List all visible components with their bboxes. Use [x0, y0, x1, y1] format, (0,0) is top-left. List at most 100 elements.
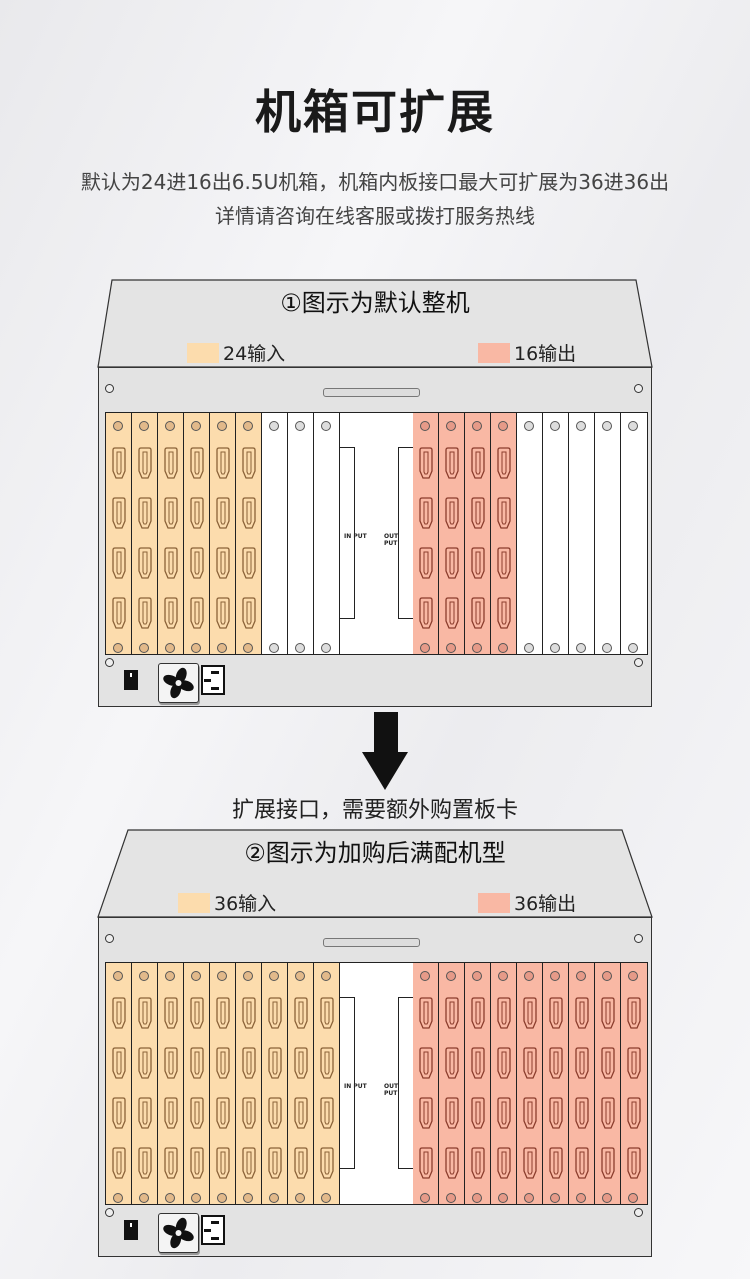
- screw-icon: [217, 1193, 227, 1203]
- screw-icon: [498, 1193, 508, 1203]
- hdmi-port-icon: [601, 997, 615, 1029]
- screw-icon: [628, 421, 638, 431]
- hdmi-port-icon: [575, 1047, 589, 1079]
- hdmi-port-icon: [471, 1097, 485, 1129]
- hdmi-port-icon: [242, 1097, 256, 1129]
- chassis-handle: [323, 938, 420, 947]
- hdmi-port-icon: [419, 597, 433, 629]
- card-bay: IN PUT OUT PUT: [105, 962, 648, 1205]
- hdmi-port-icon: [164, 1047, 178, 1079]
- screw-icon: [602, 971, 612, 981]
- screw-icon: [139, 643, 149, 653]
- input-card: [314, 963, 340, 1204]
- hdmi-port-icon: [242, 1047, 256, 1079]
- screw-icon: [165, 971, 175, 981]
- hdmi-port-icon: [549, 1147, 563, 1179]
- screw-icon: [446, 971, 456, 981]
- input-bracket: [340, 997, 355, 1169]
- hdmi-port-icon: [242, 1147, 256, 1179]
- hdmi-port-icon: [164, 1147, 178, 1179]
- screw-icon: [550, 1193, 560, 1203]
- hdmi-port-icon: [627, 1147, 641, 1179]
- screw-icon: [243, 971, 253, 981]
- hdmi-port-icon: [138, 597, 152, 629]
- screw-icon: [550, 643, 560, 653]
- input-card: [236, 413, 262, 654]
- screw-icon: [191, 643, 201, 653]
- hdmi-port-icon: [164, 997, 178, 1029]
- hdmi-port-icon: [164, 497, 178, 529]
- hdmi-port-icon: [497, 997, 511, 1029]
- hdmi-port-icon: [523, 1047, 537, 1079]
- screw-icon: [634, 934, 643, 943]
- hdmi-port-icon: [164, 547, 178, 579]
- screw-icon: [269, 1193, 279, 1203]
- input-card: [158, 413, 184, 654]
- hdmi-port-icon: [497, 497, 511, 529]
- hdmi-port-icon: [190, 547, 204, 579]
- output-legend-label: 36输出: [514, 893, 577, 915]
- hdmi-port-icon: [601, 1047, 615, 1079]
- screw-icon: [420, 1193, 430, 1203]
- hdmi-port-icon: [190, 1147, 204, 1179]
- blank-slot-cover: [569, 413, 595, 654]
- screw-icon: [576, 971, 586, 981]
- screw-icon: [576, 1193, 586, 1203]
- blank-slot-cover: [517, 413, 543, 654]
- hdmi-port-icon: [575, 1097, 589, 1129]
- hdmi-port-icon: [268, 997, 282, 1029]
- hdmi-port-icon: [268, 1097, 282, 1129]
- input-card: [132, 413, 158, 654]
- output-card: [465, 963, 491, 1204]
- hdmi-port-icon: [320, 1147, 334, 1179]
- power-switch: [124, 1220, 138, 1240]
- screw-icon: [105, 384, 114, 393]
- blank-slot-cover: [262, 413, 288, 654]
- screw-icon: [634, 384, 643, 393]
- output-card: [517, 963, 543, 1204]
- screw-icon: [524, 971, 534, 981]
- chassis-handle: [323, 388, 420, 397]
- screw-icon: [105, 934, 114, 943]
- output-legend: 36输出: [478, 889, 576, 916]
- hdmi-port-icon: [112, 1147, 126, 1179]
- hdmi-port-icon: [164, 1097, 178, 1129]
- output-card: [439, 963, 465, 1204]
- hdmi-port-icon: [294, 1097, 308, 1129]
- screw-icon: [550, 421, 560, 431]
- screw-icon: [269, 643, 279, 653]
- hdmi-port-icon: [190, 447, 204, 479]
- output-card: [413, 413, 439, 654]
- hdmi-port-icon: [575, 1147, 589, 1179]
- hdmi-port-icon: [216, 597, 230, 629]
- output-legend: 16输出: [478, 339, 576, 366]
- hdmi-port-icon: [419, 1097, 433, 1129]
- hdmi-port-icon: [471, 547, 485, 579]
- hdmi-port-icon: [497, 447, 511, 479]
- screw-icon: [139, 971, 149, 981]
- output-label: OUT PUT: [384, 533, 399, 547]
- hdmi-port-icon: [471, 997, 485, 1029]
- hdmi-port-icon: [112, 447, 126, 479]
- hdmi-port-icon: [523, 1097, 537, 1129]
- screw-icon: [446, 421, 456, 431]
- blank-slot-cover: [595, 413, 621, 654]
- chassis-top-panel: [97, 279, 653, 368]
- input-label: IN PUT: [344, 1083, 367, 1090]
- input-card: [210, 963, 236, 1204]
- hdmi-port-icon: [419, 547, 433, 579]
- input-legend: 36输入: [178, 889, 276, 916]
- hdmi-port-icon: [445, 497, 459, 529]
- screw-icon: [420, 971, 430, 981]
- screw-icon: [628, 643, 638, 653]
- screw-icon: [576, 421, 586, 431]
- hdmi-port-icon: [138, 997, 152, 1029]
- hdmi-port-icon: [497, 1147, 511, 1179]
- hdmi-port-icon: [419, 1047, 433, 1079]
- output-label: OUT PUT: [384, 1083, 399, 1097]
- hdmi-port-icon: [242, 597, 256, 629]
- hdmi-port-icon: [216, 997, 230, 1029]
- hdmi-port-icon: [138, 497, 152, 529]
- screw-icon: [576, 643, 586, 653]
